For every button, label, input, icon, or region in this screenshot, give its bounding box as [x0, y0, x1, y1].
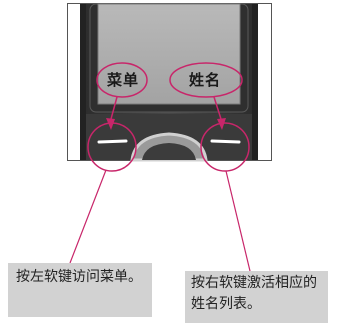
left-softkey-highlight: [87, 122, 137, 172]
right-leader-line: [225, 170, 251, 272]
right-arrow: [213, 96, 222, 120]
left-arrow: [110, 96, 118, 120]
right-callout: 按右软键激活相应的姓名列表。: [185, 271, 328, 323]
left-label-highlight: [96, 62, 148, 98]
right-label-highlight: [169, 62, 243, 98]
right-softkey-label: 姓名: [189, 71, 222, 89]
left-softkey: [97, 139, 128, 144]
left-callout-text: 按左软键访问菜单。: [16, 269, 142, 285]
right-softkey-highlight: [200, 122, 250, 172]
left-leader-line: [69, 169, 107, 264]
left-softkey-label: 菜单: [107, 71, 140, 89]
phone-screen: [97, 3, 241, 105]
left-callout: 按左软键访问菜单。: [8, 263, 152, 317]
right-callout-text: 按右软键激活相应的姓名列表。: [191, 275, 317, 312]
right-softkey: [210, 139, 241, 144]
